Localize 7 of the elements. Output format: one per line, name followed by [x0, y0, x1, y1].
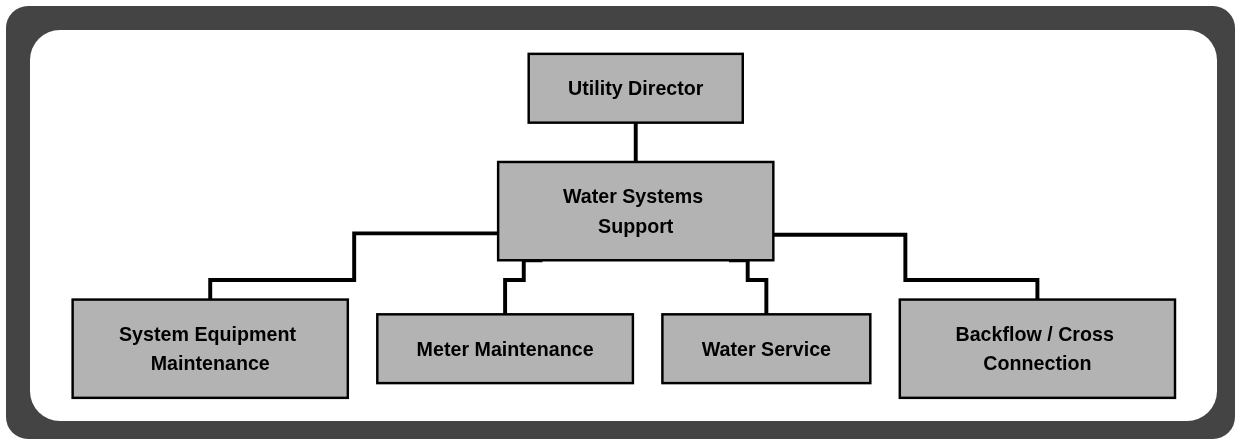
panel-background: Utility Director Water Systems Support System Equipment Maintenance Meter Maintenance Water Service Backflow / Cross Connection	[30, 30, 1217, 421]
node-box	[527, 52, 744, 124]
node-box	[375, 312, 634, 384]
node-box	[660, 312, 872, 384]
node-box	[71, 297, 349, 399]
node-box	[898, 297, 1176, 399]
node-box	[496, 160, 775, 262]
